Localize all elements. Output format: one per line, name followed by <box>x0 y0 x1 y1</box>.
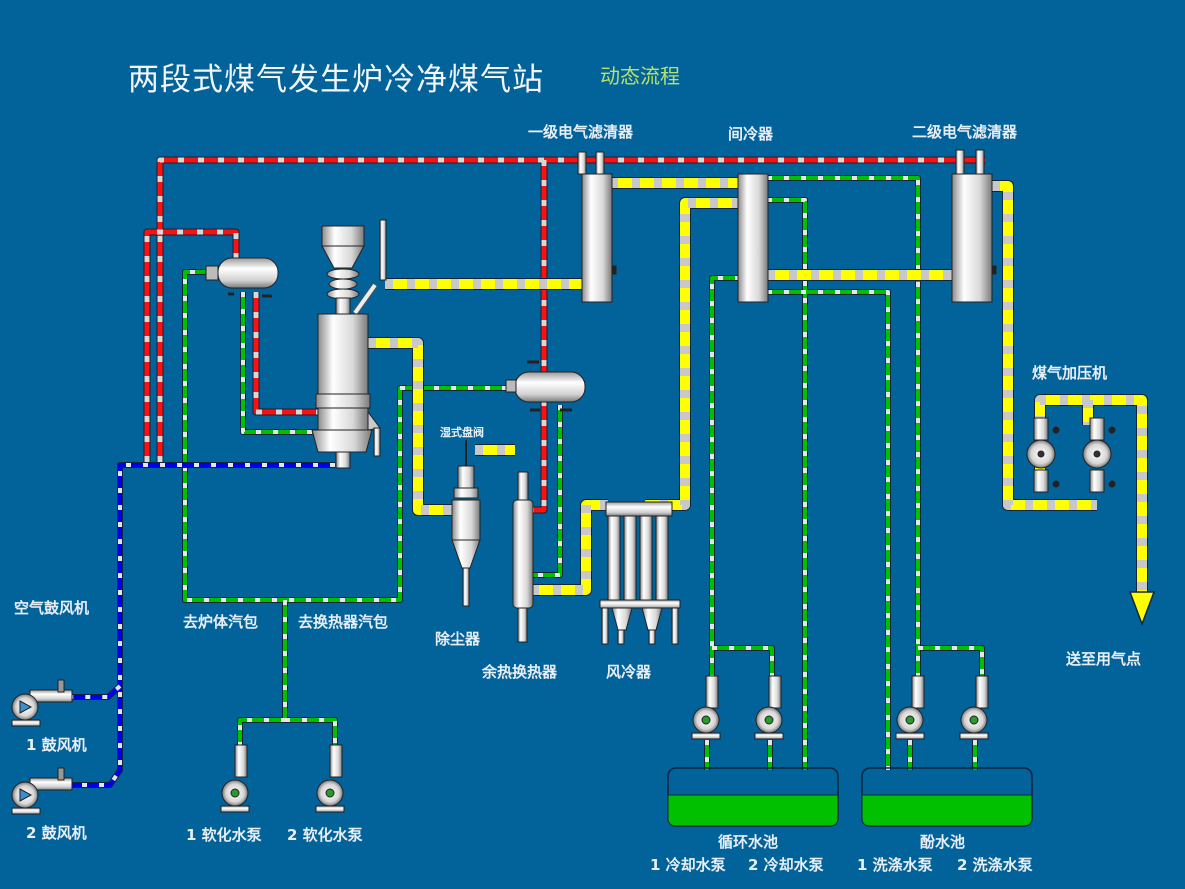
label-esp2: 二级电气滤清器 <box>912 123 1018 141</box>
gas-booster-2 <box>1082 417 1116 493</box>
esp2-vessel <box>951 149 997 303</box>
esp1-vessel <box>577 151 617 303</box>
label-intercooler: 间冷器 <box>728 125 774 143</box>
label-air-cooler: 风冷器 <box>606 663 652 681</box>
steam-pipes <box>143 156 985 514</box>
label-circulating-pool: 循环水池 <box>718 833 779 851</box>
gasifier <box>311 219 387 469</box>
blower-2 <box>11 767 73 815</box>
air-cooler <box>599 501 681 645</box>
label-dust-collector: 除尘器 <box>435 630 481 648</box>
page-subtitle: 动态流程 <box>600 64 680 88</box>
gas-booster-1 <box>1026 417 1060 493</box>
wash-pump-2 <box>959 675 989 740</box>
label-wash-pump-1: 1 洗涤水泵 <box>857 856 933 874</box>
dust-collector <box>451 440 481 607</box>
water-pipes <box>182 175 985 770</box>
air-pipes <box>70 462 335 788</box>
intercooler-vessel <box>737 173 769 303</box>
label-phenol-pool: 酚水池 <box>920 833 966 851</box>
cool-pump-1 <box>691 675 721 740</box>
soft-pump-1 <box>220 744 250 813</box>
label-waste-heat-exchanger: 余热换热器 <box>482 663 558 681</box>
label-deliver: 送至用气点 <box>1066 650 1142 668</box>
label-blower-2: 2 鼓风机 <box>26 824 87 842</box>
delivery-arrow-icon <box>1128 591 1156 627</box>
waste-heat-exchanger <box>512 471 534 643</box>
label-cool-pump-2: 2 冷却水泵 <box>748 856 824 874</box>
label-air-blower-group: 空气鼓风机 <box>14 599 90 617</box>
phenol-pool <box>861 767 1033 827</box>
label-gas-booster: 煤气加压机 <box>1032 364 1108 382</box>
furnace-steam-drum <box>205 257 279 298</box>
label-soft-pump-2: 2 软化水泵 <box>287 826 363 844</box>
page-title: 两段式煤气发生炉冷净煤气站 <box>128 62 544 98</box>
label-blower-1: 1 鼓风机 <box>26 736 87 754</box>
label-to-exchanger-drum: 去换热器汽包 <box>298 613 389 631</box>
circulating-pool <box>667 767 839 827</box>
label-wash-pump-2: 2 洗涤水泵 <box>957 856 1033 874</box>
label-cool-pump-1: 1 冷却水泵 <box>650 856 726 874</box>
soft-pump-2 <box>315 744 345 813</box>
label-esp1: 一级电气滤清器 <box>528 123 634 141</box>
blower-1 <box>11 679 73 727</box>
exchanger-steam-drum <box>505 360 586 412</box>
label-wet-valve: 湿式盘阀 <box>440 426 484 439</box>
label-to-furnace-drum: 去炉体汽包 <box>183 613 259 631</box>
cool-pump-2 <box>754 675 784 740</box>
water-pumps <box>220 675 989 813</box>
label-soft-pump-1: 1 软化水泵 <box>186 826 262 844</box>
wash-pump-1 <box>895 675 925 740</box>
